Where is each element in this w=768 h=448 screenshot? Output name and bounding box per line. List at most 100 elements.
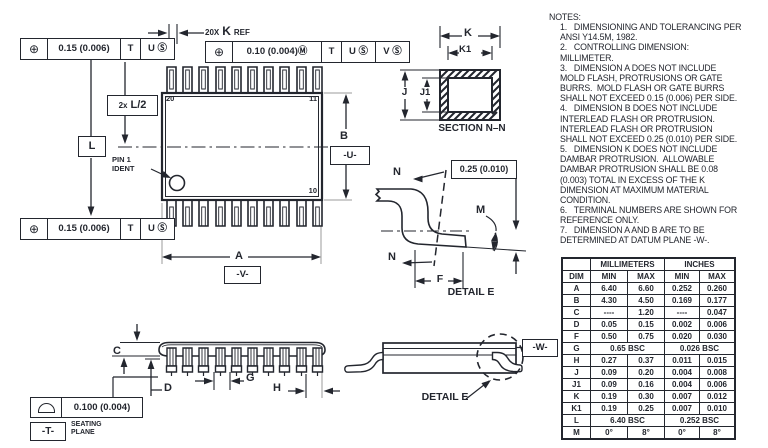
value-cell: 0.50	[590, 330, 628, 343]
value-cell: 0.16	[627, 378, 665, 391]
k-ref-callout: 20X K REF	[205, 25, 250, 37]
lead-section-inner	[447, 77, 493, 113]
dim-cell: A	[561, 282, 591, 295]
value-cell: 0.015	[699, 354, 736, 367]
top-view	[90, 24, 348, 258]
pin-number-20: 20	[166, 94, 175, 103]
dim-cell: D	[561, 318, 591, 331]
detail-e-callout	[374, 169, 527, 288]
value-cell: 1.20	[627, 306, 665, 319]
dim-label-j: J	[398, 87, 411, 99]
pin-number-10: 10	[308, 186, 317, 195]
detail-e-caption-end-view: DETAIL E	[421, 391, 469, 403]
fcf-position-top-left: ⊕ 0.15 (0.006) T U Ⓢ	[20, 38, 175, 60]
section-nn-view	[400, 26, 501, 121]
datum-t: -T-	[30, 422, 66, 441]
value-cell: 0.19	[590, 390, 628, 403]
value-cell: 0.252	[664, 282, 700, 295]
value-cell: 0°	[590, 426, 628, 440]
note-item-7: 7. DIMENSION A AND B ARE TO BE DETERMINE…	[560, 225, 710, 246]
value-cell: 0.004	[664, 378, 700, 391]
value-cell-span: 0.252 BSC	[664, 414, 736, 427]
dim-label-c: C	[113, 345, 121, 357]
fcf-datum-t: T	[322, 41, 342, 63]
value-cell: 0.012	[699, 390, 736, 403]
value-cell: 0.007	[664, 390, 700, 403]
flatness-symbol-cell	[30, 397, 62, 418]
dim-cell: J	[561, 366, 591, 379]
pin1-indicator	[168, 174, 186, 192]
right-lead	[491, 351, 523, 373]
dim-cell: K1	[561, 402, 591, 415]
col-header-mm-min: MIN	[590, 270, 628, 283]
value-cell: 0.09	[590, 378, 628, 391]
value-cell: 0.002	[664, 318, 700, 331]
value-cell: 6.60	[627, 282, 665, 295]
dim-label-j1: J1	[416, 87, 434, 99]
fcf-tolerance-value: 0.10 (0.004)Ⓜ	[233, 41, 322, 63]
value-cell: 4.50	[627, 294, 665, 307]
left-lead	[344, 351, 384, 373]
dim-cell: C	[561, 306, 591, 319]
datum-u: -U-	[330, 146, 370, 165]
dim-label-m: M	[476, 204, 486, 216]
k-ref-suffix: REF	[233, 28, 250, 37]
end-view	[344, 333, 524, 400]
col-group-inches: INCHES	[664, 257, 736, 271]
top-pins	[166, 66, 323, 94]
section-nn-caption: SECTION N–N	[438, 123, 506, 134]
table-header-row: DIM MIN MAX MIN MAX	[561, 270, 736, 283]
table-row: C----1.20----0.047	[561, 306, 736, 319]
dim-label-k1: K1	[459, 44, 472, 55]
lead-feet	[165, 365, 324, 373]
value-cell: 0.006	[699, 318, 736, 331]
section-arrow-n-bottom: N	[388, 251, 396, 263]
value-cell: 0.007	[664, 402, 700, 415]
value-cell: 0.37	[627, 354, 665, 367]
dim-label-a: A	[231, 249, 247, 263]
value-cell: 8°	[699, 426, 736, 440]
value-cell: 0.75	[627, 330, 665, 343]
fcf-tolerance-value: 0.15 (0.006)	[48, 38, 121, 60]
note-item-4: 4. DIMENSION B DOES NOT INCLUDE INTERLEA…	[560, 103, 738, 144]
value-cell: 0.047	[699, 306, 736, 319]
flatness-tolerance-value: 0.100 (0.004)	[62, 397, 143, 418]
fcf-datum-t: T	[121, 218, 141, 240]
datum-w: -W-	[522, 339, 558, 357]
flatness-icon	[37, 402, 55, 413]
detail-e-caption: DETAIL E	[447, 286, 495, 298]
fcf-position-bottom-left: ⊕ 0.15 (0.006) T U Ⓢ	[20, 218, 175, 240]
value-cell: 0.006	[699, 378, 736, 391]
section-arrow-n-top: N	[393, 166, 401, 178]
k-ref-dim: K	[222, 24, 231, 38]
dim-label-k: K	[464, 27, 472, 39]
value-cell: 0.09	[590, 366, 628, 379]
bottom-pins	[166, 199, 323, 227]
detail-circle	[476, 333, 524, 381]
datum-v: -V-	[224, 266, 261, 284]
note-item-6: 6. TERMINAL NUMBERS ARE SHOWN FOR REFERE…	[560, 204, 738, 226]
dimension-table: MILLIMETERS INCHES DIM MIN MAX MIN MAX A…	[561, 257, 736, 440]
lead-profile	[374, 188, 467, 248]
position-tolerance-icon: ⊕	[205, 41, 233, 63]
value-cell: 0.19	[590, 402, 628, 415]
value-cell-span: 6.40 BSC	[590, 414, 665, 427]
fcf-datum-u: U Ⓢ	[342, 41, 376, 63]
value-cell: 8°	[627, 426, 665, 440]
dim-label-f: F	[433, 273, 447, 286]
position-tolerance-icon: ⊕	[20, 218, 48, 240]
dim-cell: G	[561, 342, 591, 355]
fcf-datum-t: T	[121, 38, 141, 60]
dim-2x-prefix: 2x	[118, 100, 128, 110]
position-tolerance-icon: ⊕	[20, 38, 48, 60]
dim-label-d: D	[164, 382, 172, 394]
